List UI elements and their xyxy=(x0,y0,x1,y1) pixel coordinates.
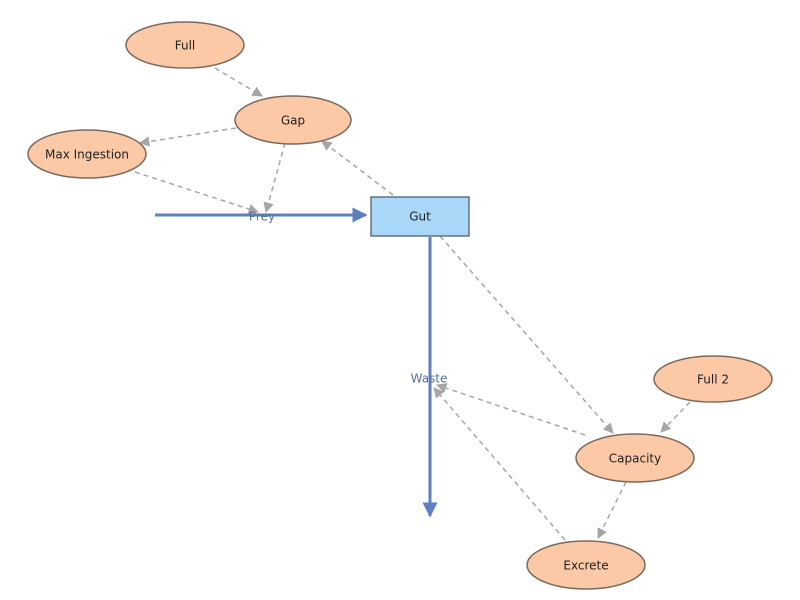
node-gap[interactable]: Gap xyxy=(234,95,352,145)
node-capacity[interactable]: Capacity xyxy=(575,433,695,483)
node-full[interactable]: Full xyxy=(125,21,245,69)
flow-waste-label: Waste xyxy=(411,372,448,386)
link-capacity-to-waste[interactable] xyxy=(436,383,586,436)
link-capacity-to-excrete[interactable] xyxy=(597,481,627,539)
node-full2[interactable]: Full 2 xyxy=(653,355,773,403)
link-full-to-gap[interactable] xyxy=(214,67,263,97)
link-gap-to-prey[interactable] xyxy=(263,142,286,214)
node-gut-label: Gut xyxy=(409,210,431,224)
node-capacity-label: Capacity xyxy=(609,452,661,466)
flow-prey-label: Prey xyxy=(249,210,275,224)
node-full2-label: Full 2 xyxy=(697,373,729,387)
link-excrete-to-waste[interactable] xyxy=(433,387,566,541)
node-excrete[interactable]: Excrete xyxy=(526,540,646,590)
node-excrete-label: Excrete xyxy=(563,559,608,573)
node-max-ingestion-label: Max Ingestion xyxy=(45,148,129,162)
node-gap-label: Gap xyxy=(281,114,305,128)
link-gut-to-gap[interactable] xyxy=(321,140,394,196)
link-gut-to-capacity[interactable] xyxy=(439,235,614,434)
link-gap-to-max-ingestion[interactable] xyxy=(138,127,237,147)
link-full2-to-capacity[interactable] xyxy=(660,401,691,433)
node-gut[interactable]: Gut xyxy=(370,196,470,237)
node-max-ingestion[interactable]: Max Ingestion xyxy=(27,129,147,179)
link-max-ingestion-to-prey[interactable] xyxy=(134,171,259,215)
node-full-label: Full xyxy=(175,39,196,53)
